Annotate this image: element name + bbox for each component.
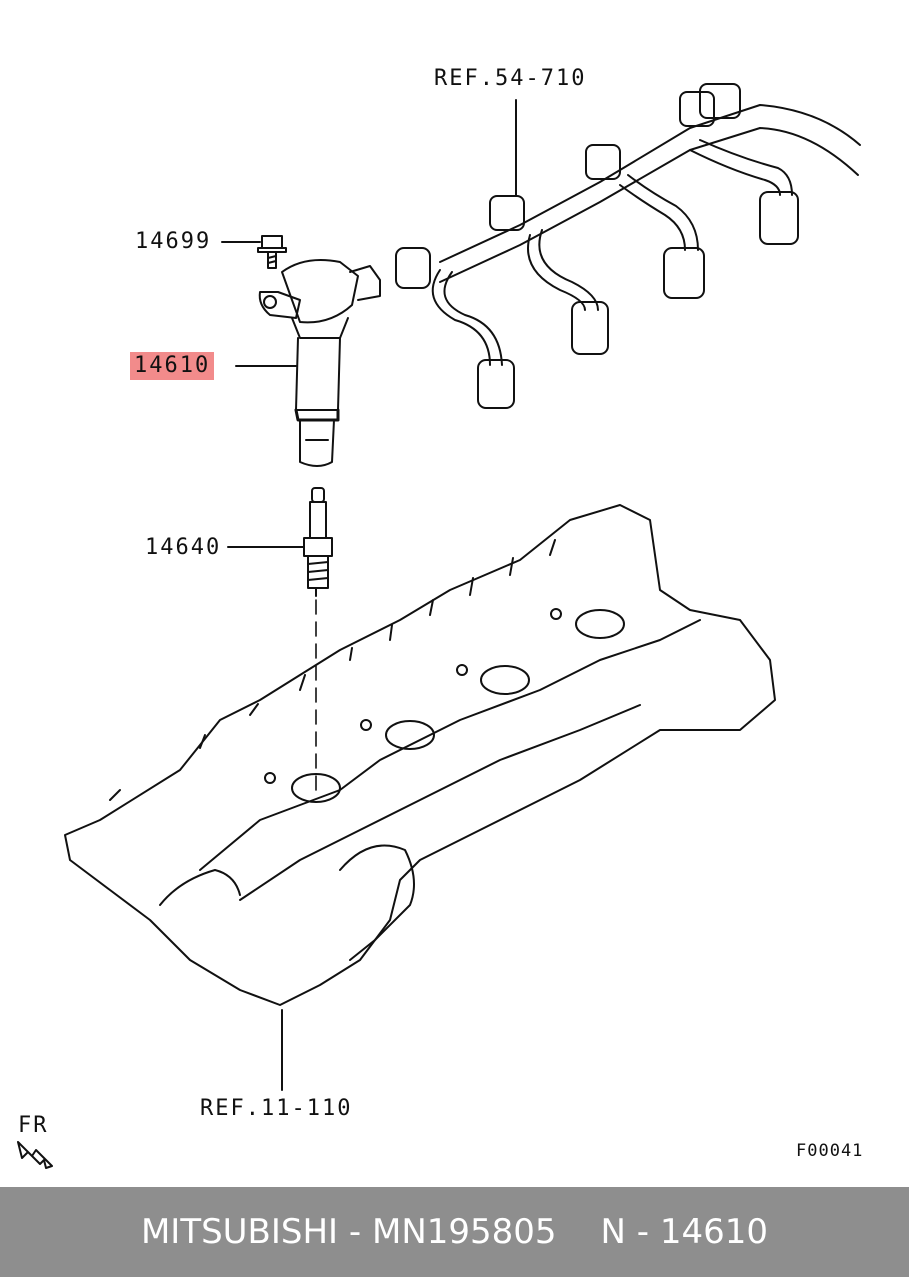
coil-part-label: 14610	[130, 352, 215, 380]
plug-part-label: 14640	[145, 535, 222, 560]
n-label: N	[600, 1212, 626, 1252]
separator: -	[625, 1212, 660, 1252]
ref-harness-label: REF.54-710	[434, 66, 587, 91]
valve-cover-icon	[64, 504, 776, 1006]
brand-name: MITSUBISHI	[140, 1212, 339, 1252]
part-number: MN195805	[371, 1212, 557, 1252]
front-arrow-icon	[17, 1141, 53, 1169]
separator: -	[338, 1212, 372, 1252]
ref-number: 14610	[659, 1212, 769, 1252]
wire-harness-icon	[395, 83, 861, 409]
spark-plug-icon	[303, 487, 333, 597]
front-mark-label: FR	[18, 1113, 49, 1138]
part-info-footer: MITSUBISHI - MN195805 N - 14610	[0, 1187, 909, 1277]
ignition-coil-icon	[258, 259, 381, 467]
parts-diagram: REF.54-710 14699 14610 14640 REF.11-110 …	[17, 66, 864, 1169]
figure-code-label: F00041	[796, 1141, 864, 1161]
leader-lines	[221, 99, 517, 1091]
bolt-icon	[257, 235, 287, 269]
bolt-part-label: 14699	[135, 229, 212, 254]
ref-cover-label: REF.11-110	[200, 1096, 353, 1121]
